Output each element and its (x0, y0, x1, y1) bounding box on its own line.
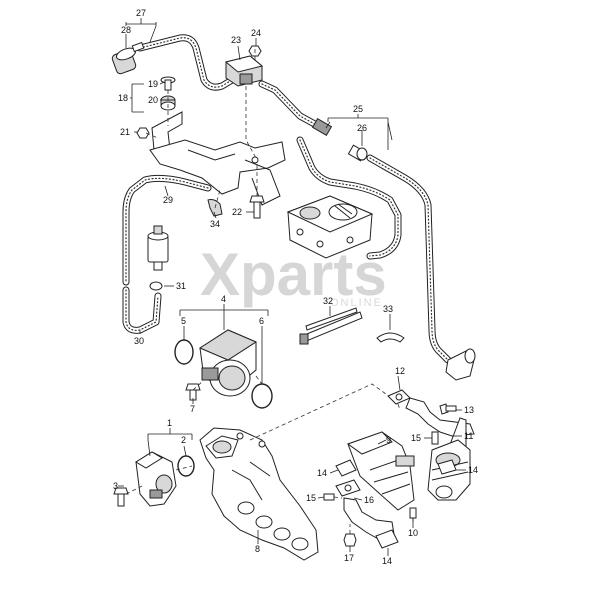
callout-14-left: 14 (317, 468, 327, 478)
o-ring-6 (251, 383, 273, 409)
hose-27 (136, 34, 236, 91)
hose-29 (122, 174, 212, 286)
callout-20: 20 (148, 95, 158, 105)
callout-6: 6 (259, 316, 264, 326)
callout-26: 26 (357, 123, 367, 133)
callout-27: 27 (136, 8, 146, 18)
callout-21: 21 (120, 127, 130, 137)
callout-14-bottom: 14 (382, 556, 392, 566)
solenoid-valve-23 (224, 55, 264, 87)
clamp-31 (149, 281, 163, 291)
callout-5: 5 (181, 316, 186, 326)
egr-valve-9 (346, 431, 415, 511)
callout-17: 17 (344, 553, 354, 563)
vacuum-unit-28 (111, 41, 145, 75)
callout-15-upper: 15 (411, 433, 421, 443)
callout-31: 31 (176, 281, 186, 291)
callout-28: 28 (121, 25, 131, 35)
callout-1: 1 (167, 418, 172, 428)
callout-4: 4 (221, 294, 226, 304)
gasket-12 (387, 389, 411, 405)
bolt-22 (249, 195, 265, 219)
callout-30: 30 (134, 336, 144, 346)
bracket (149, 111, 286, 206)
actuator-1 (135, 451, 177, 507)
callout-10: 10 (408, 528, 418, 538)
o-ring-5 (174, 339, 194, 365)
hose-25-side (296, 136, 402, 260)
callout-labels: 27 28 23 24 19 18 20 21 25 26 29 22 34 3… (113, 8, 478, 566)
callout-25: 25 (353, 104, 363, 114)
callout-23: 23 (231, 35, 241, 45)
bolt-19 (160, 76, 176, 91)
watermark-brand: Xparts (200, 241, 387, 308)
callout-11: 11 (464, 431, 473, 441)
callout-15-lower: 15 (306, 493, 316, 503)
hose-30 (122, 286, 162, 334)
watermark-subtitle: ONLINE (330, 297, 383, 309)
callout-13: 13 (464, 405, 474, 415)
callout-16: 16 (364, 495, 374, 505)
bolt-3 (113, 487, 129, 507)
clamp-33 (376, 332, 405, 343)
callout-29: 29 (163, 195, 173, 205)
callout-22: 22 (232, 207, 242, 217)
nut-17 (343, 533, 357, 547)
hose-26 (366, 154, 452, 364)
bolt-13 (439, 403, 457, 415)
gasket-14-lower (375, 529, 399, 549)
inline-filter (147, 225, 169, 271)
throttle-body-4 (198, 329, 258, 397)
gasket-14-left (335, 459, 357, 477)
bolt-15-upper (431, 431, 439, 445)
callout-2: 2 (181, 435, 186, 445)
callout-19: 19 (148, 79, 158, 89)
callout-18: 18 (118, 93, 128, 103)
leader-lines (118, 18, 466, 556)
bolt-10 (409, 507, 417, 519)
callout-12: 12 (395, 366, 405, 376)
callout-24: 24 (251, 28, 261, 38)
cable-ties-32 (299, 307, 363, 345)
callout-8: 8 (255, 544, 260, 554)
callout-9: 9 (386, 435, 391, 445)
gasket-16 (335, 479, 361, 497)
callout-3: 3 (113, 481, 118, 491)
watermark: Xparts ONLINE (200, 241, 387, 309)
intake-manifold-8 (199, 427, 319, 561)
bolt-7 (185, 383, 201, 401)
callout-7: 7 (190, 404, 195, 414)
assembly-lines (125, 46, 414, 534)
nut-21 (136, 127, 150, 139)
callout-32: 32 (323, 296, 333, 306)
vacuum-pump (286, 195, 374, 259)
bolt-15-lower (323, 493, 335, 501)
hose-connector-25 (311, 117, 368, 162)
callout-34: 34 (210, 219, 220, 229)
hose-25-upper (258, 80, 326, 132)
callout-33: 33 (383, 304, 393, 314)
callout-14-right: 14 (468, 465, 478, 475)
